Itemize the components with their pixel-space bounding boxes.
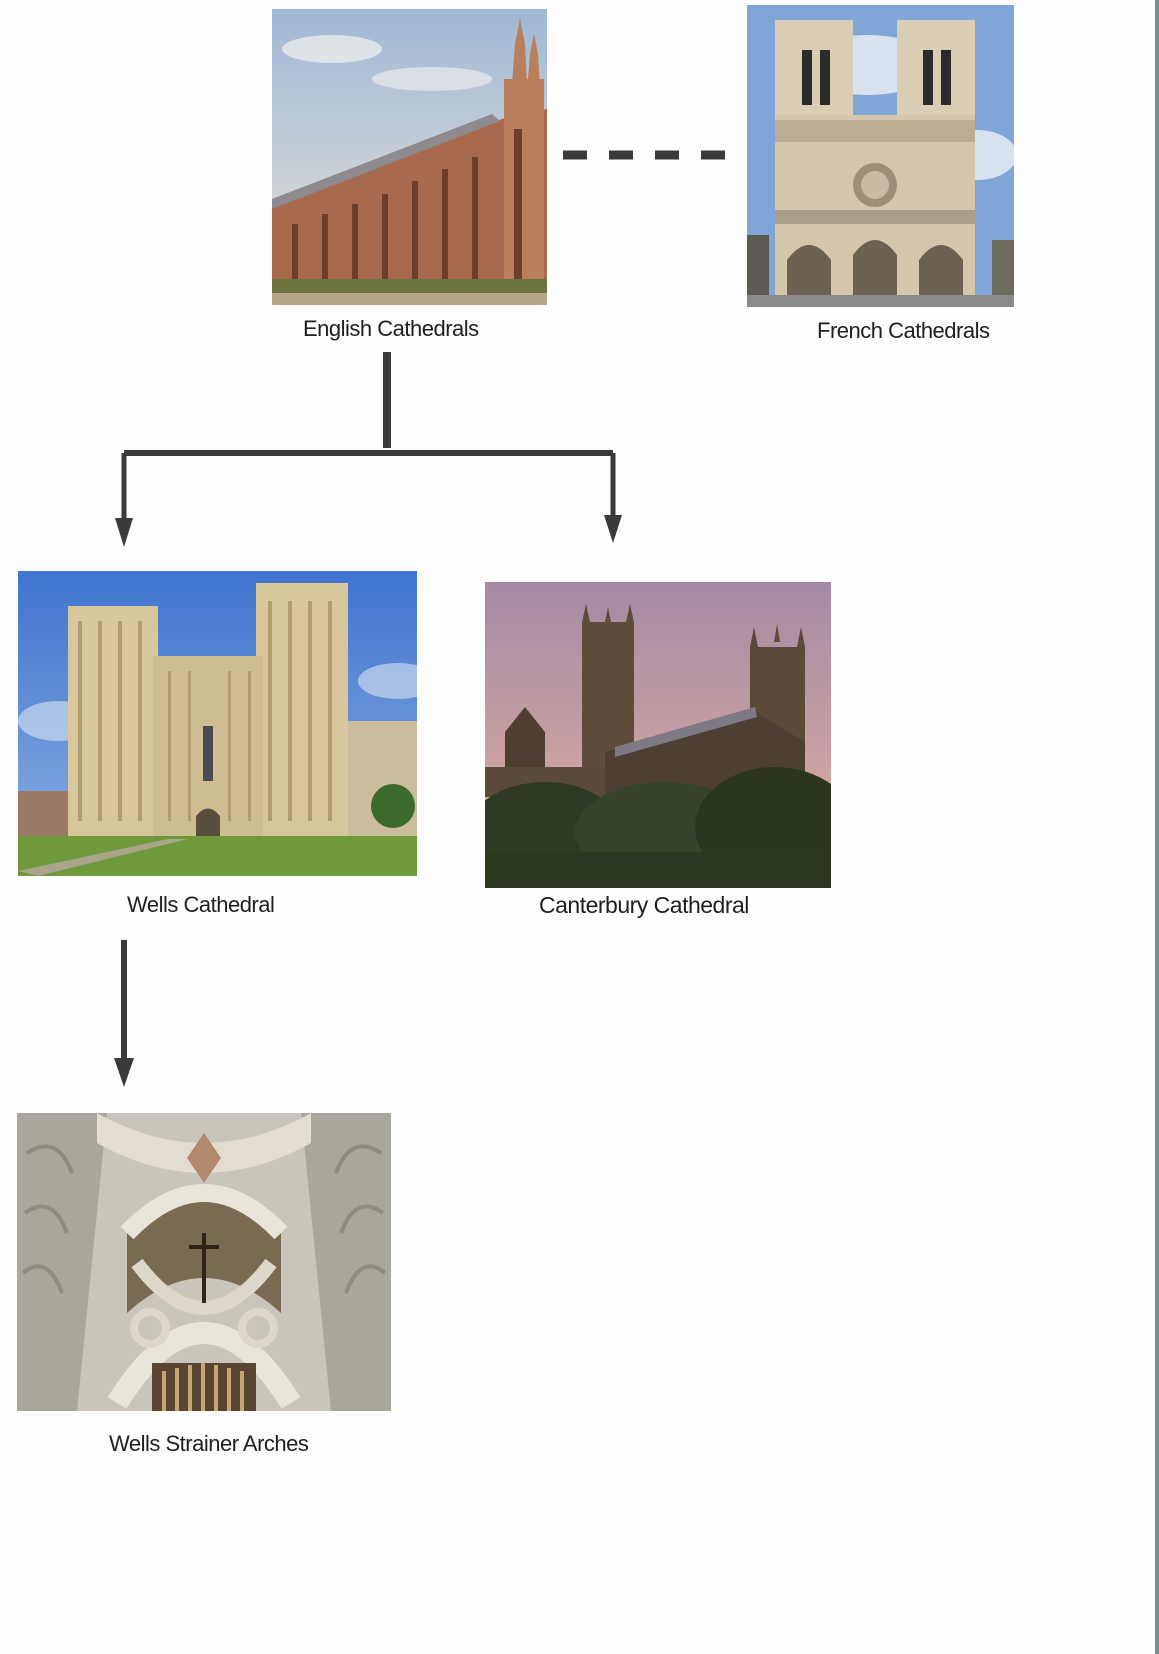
node-label-canterbury-cathedral: Canterbury Cathedral <box>539 892 749 918</box>
node-label-wells-strainer-arches: Wells Strainer Arches <box>109 1431 309 1456</box>
french-cathedral-photo <box>747 5 1014 307</box>
canterbury-cathedral-photo <box>485 582 831 888</box>
node-label-wells-cathedral: Wells Cathedral <box>127 892 275 917</box>
english-cathedral-photo <box>272 9 547 305</box>
arrowhead-strainer <box>114 1058 134 1087</box>
arrowhead-wells <box>115 518 133 547</box>
page-edge-line <box>1155 0 1159 1654</box>
node-label-french-cathedrals: French Cathedrals <box>817 318 990 343</box>
wells-cathedral-photo <box>18 571 417 876</box>
arrowhead-canterbury <box>604 515 622 543</box>
node-label-english-cathedrals: English Cathedrals <box>303 316 479 341</box>
wells-strainer-arches-photo <box>17 1113 391 1411</box>
